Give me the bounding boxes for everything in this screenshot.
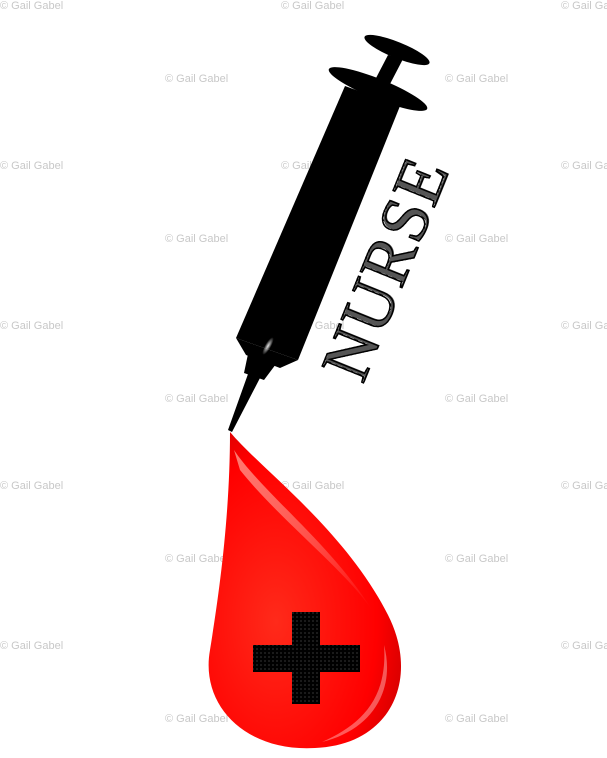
- watermark-text: © Gail Gabel: [165, 73, 229, 85]
- watermark-text: © Gail Gabel: [561, 320, 607, 332]
- watermark-text: © Gail Gabel: [0, 0, 64, 12]
- watermark-text: © Gail Gabel: [561, 0, 607, 12]
- watermark-text: © Gail Gabel: [445, 713, 509, 725]
- watermark-text: © Gail Gabel: [165, 553, 229, 565]
- medical-cross-icon: [253, 612, 360, 704]
- watermark-text: © Gail Gabel: [445, 233, 509, 245]
- syringe-icon: [228, 34, 430, 432]
- watermark-text: © Gail Gabel: [445, 393, 509, 405]
- watermark-text: © Gail Gabel: [0, 480, 64, 492]
- watermark-text: © Gail Gabel: [165, 393, 229, 405]
- watermark-text: © Gail Gabel: [0, 640, 64, 652]
- watermark-text: © Gail Gabel: [281, 0, 345, 12]
- watermark-text: © Gail Gabel: [281, 480, 345, 492]
- watermark-text: © Gail Gabel: [165, 713, 229, 725]
- watermark-text: © Gail Gabel: [445, 553, 509, 565]
- watermark-text: © Gail Gabel: [561, 640, 607, 652]
- watermark-text: © Gail Gabel: [0, 160, 64, 172]
- watermark-text: © Gail Gabel: [445, 73, 509, 85]
- watermark-text: © Gail Gabel: [561, 160, 607, 172]
- watermark-text: © Gail Gabel: [561, 480, 607, 492]
- watermark-text: © Gail Gabel: [0, 320, 64, 332]
- watermark-text: © Gail Gabel: [165, 233, 229, 245]
